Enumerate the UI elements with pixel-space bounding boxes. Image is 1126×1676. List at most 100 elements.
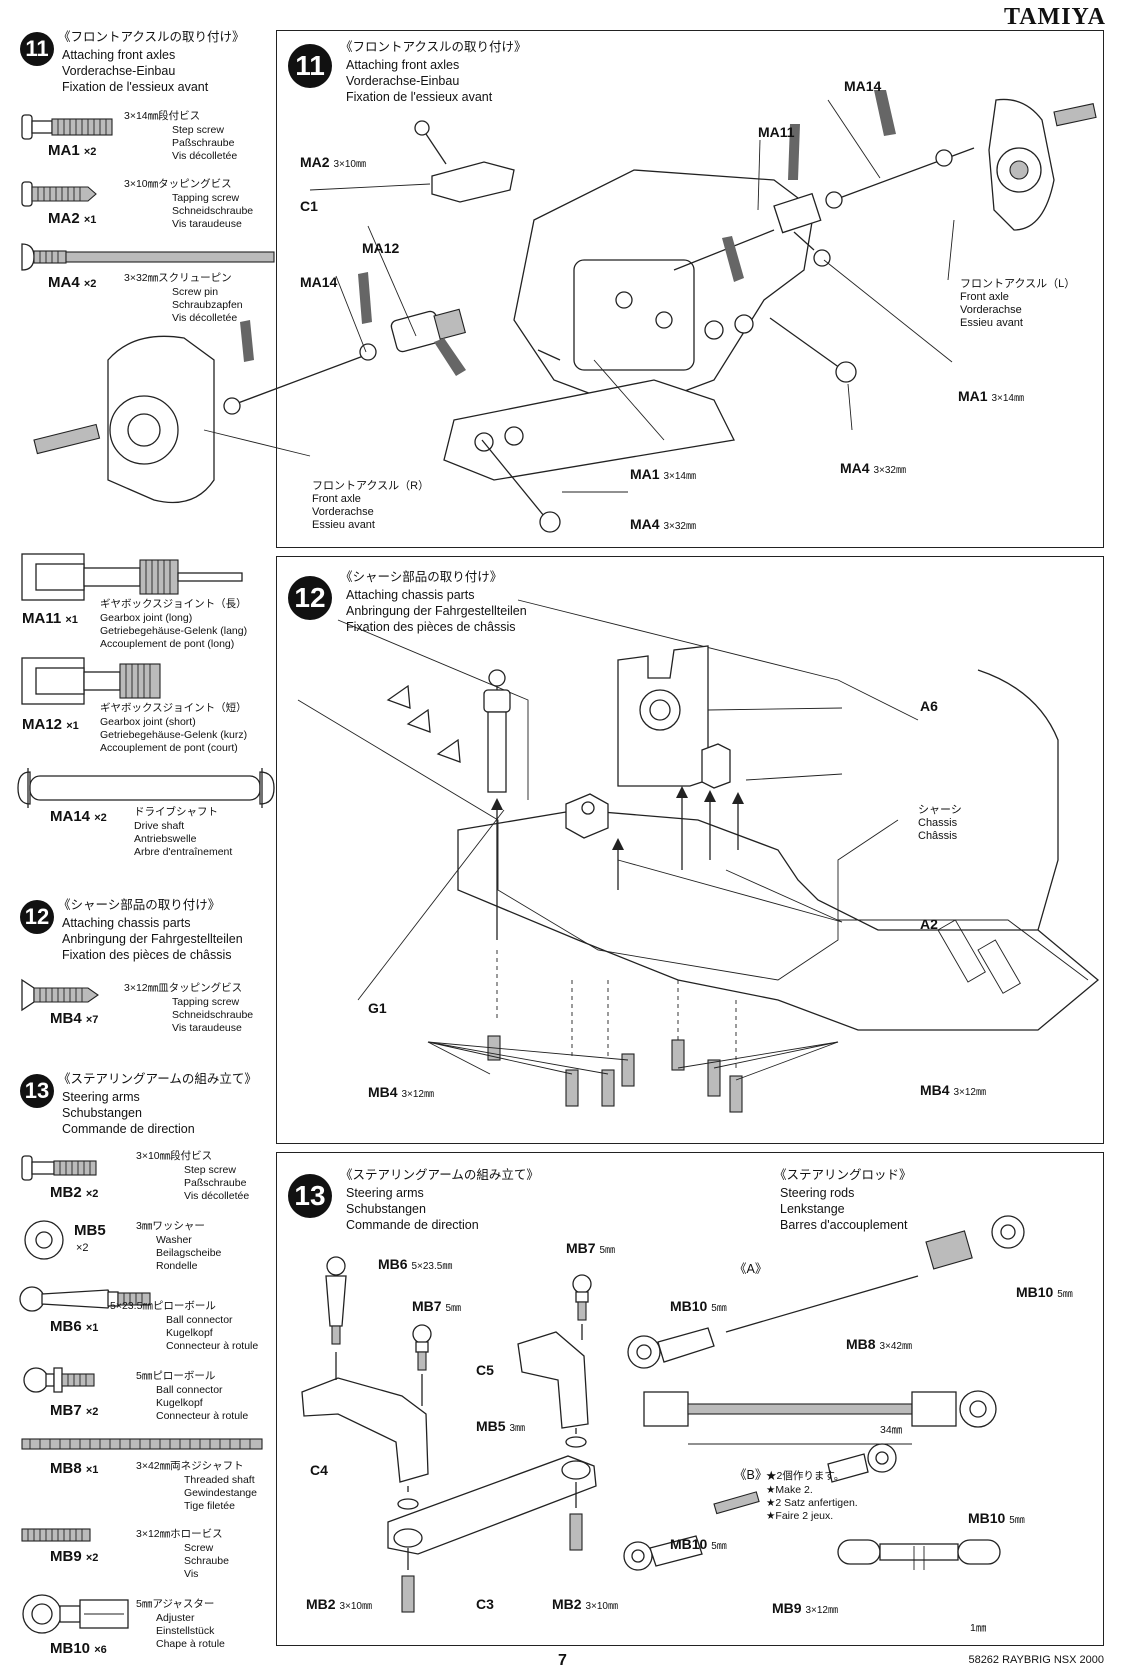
part-desc-ma4-fr: Vis décolletée [172,312,238,324]
part-desc-mb8-en: Threaded shaft [184,1474,255,1486]
brand-logo: TAMIYA [1003,4,1106,30]
label-mb7-top: MB7 5㎜ [566,1240,616,1256]
part-size-mb6: 5×23.5㎜ピローボール [110,1300,216,1312]
gearbox-joint-short-icon [21,657,161,705]
label-ma12: MA12 [362,240,400,256]
hollow-screw-icon [21,1528,91,1542]
part-desc-mb9-de: Schraube [184,1555,229,1567]
panel13-title-fr: Commande de direction [346,1218,479,1232]
panel13-step-number: 13 [288,1174,332,1218]
part-code-mb4: MB4 ×7 [50,1010,99,1027]
gearbox-joint-long-icon [21,553,243,601]
part-code-mb5: MB5 [74,1222,106,1239]
part-desc-mb8-de: Gewindestange [184,1487,257,1499]
label-ma11: MA11 [758,124,795,140]
adjuster-icon [22,1594,129,1634]
part-desc-ma4-en: Screw pin [172,286,219,298]
part-code-ma12: MA12 ×1 [22,716,79,733]
part-code-mb9: MB9 ×2 [50,1548,99,1565]
label-ma1-right: MA1 3×14㎜ [958,388,1024,404]
part-code-ma1: MA1 ×2 [48,142,97,159]
joint-short-jp: ギヤボックスジョイント（短） [100,702,247,714]
part-size-ma4: 3×32㎜スクリューピン [124,272,232,284]
part-code-mb2: MB2 ×2 [50,1184,99,1201]
page-number: 7 [558,1652,567,1669]
mb7-ball-left [412,1324,432,1371]
joint-short-en: Gearbox joint (short) [100,716,196,728]
drive-shaft-right [833,147,975,201]
label-c1: C1 [300,198,318,214]
step12-title-jp: 《シャーシ部品の取り付け》 [58,898,221,912]
label-mb2-right: MB2 3×10㎜ [552,1596,618,1612]
part-desc-mb7-de: Kugelkopf [156,1397,203,1409]
a2-parts [565,743,731,839]
part-desc-mb9-fr: Vis [184,1568,199,1580]
part-size-ma2: 3×10㎜タッピングビス [124,178,232,190]
part-size-mb4: 3×12㎜皿タッピングビス [124,982,243,994]
front-axle-right-part [33,335,215,504]
part-size-mb7: 5㎜ピローボール [136,1370,216,1382]
step13-title-de: Schubstangen [62,1106,142,1120]
step13-title-en: Steering arms [62,1090,140,1104]
label-c4: C4 [310,1462,328,1478]
part-desc-mb8-fr: Tige filetée [184,1500,235,1512]
c5-arm-part [517,1331,589,1429]
washer-icon [24,1220,64,1260]
rods-title-de: Lenkstange [780,1202,845,1216]
part-desc-ma2-de: Schneidschraube [172,205,254,217]
panel12-title-en: Attaching chassis parts [346,588,475,602]
mb6-ball-part [325,1256,347,1345]
part-code-mb8: MB8 ×1 [50,1460,99,1477]
label-mb10-b2: MB10 5㎜ [670,1536,727,1552]
joint-long-jp: ギヤボックスジョイント（長） [100,598,247,610]
ball-connector-long-icon [19,1286,151,1312]
step-screw-icon [21,114,113,140]
step11-title-jp: 《フロントアクスルの取り付け》 [58,30,245,44]
joint-long-de: Getriebegehäuse-Gelenk (lang) [100,625,248,637]
ma2-screw-part [414,120,447,165]
steering-diagram [301,1215,1025,1613]
label-ma4-bottom: MA4 3×32㎜ [630,516,696,532]
label-ma14-left: MA14 [300,274,338,290]
label-ma2: MA2 3×10㎜ [300,154,366,170]
drive-shaft-icon [17,768,275,808]
part-size-mb2: 3×10㎜段付ビス [136,1150,213,1162]
dimension-34mm: 34㎜ [880,1424,903,1436]
part-desc-mb10-en: Adjuster [156,1612,195,1624]
step12-title-de: Anbringung der Fahrgestellteilen [62,932,243,946]
label-mb8: MB8 3×42㎜ [846,1336,912,1352]
part-size-mb9: 3×12㎜ホロービス [136,1528,223,1540]
label-g1: G1 [368,1000,387,1016]
mb7-ball-right [572,1274,592,1321]
part-desc-mb5-en: Washer [156,1234,192,1246]
label-mb9: MB9 3×12㎜ [772,1600,838,1616]
step11-title-fr: Fixation de l'essieux avant [62,80,209,94]
drive-shaft-de: Antriebswelle [134,833,197,845]
label-mb4-right: MB4 3×12㎜ [920,1082,986,1098]
a6-mount-part [617,645,709,787]
steering-rod-b-assembled [837,1539,1001,1570]
label-mb2-left: MB2 3×10㎜ [306,1596,372,1612]
part-code-ma14: MA14 ×2 [50,808,107,825]
joint-long-en: Gearbox joint (long) [100,612,193,624]
drive-shaft-en: Drive shaft [134,820,185,832]
part-code-ma11: MA11 ×1 [22,610,78,627]
panel12-title-jp: 《シャーシ部品の取り付け》 [340,570,503,584]
part-desc-mb7-en: Ball connector [156,1384,223,1396]
gearbox-housing [443,169,815,481]
step13-title-fr: Commande de direction [62,1122,195,1136]
rods-title-en: Steering rods [780,1186,855,1200]
label-ma14-right: MA14 [844,78,882,94]
note-make2-fr: ★Faire 2 jeux. [766,1510,834,1522]
drive-shaft-jp: ドライブシャフト [134,806,218,818]
part-desc-ma1-en: Step screw [172,124,224,136]
part-size-ma1: 3×14㎜段付ビス [124,110,201,122]
panel13-title-de: Schubstangen [346,1202,426,1216]
step-number-13: 13 [20,1074,54,1108]
label-c5: C5 [476,1362,494,1378]
part-desc-mb2-en: Step screw [184,1164,236,1176]
part-desc-mb6-fr: Connecteur à rotule [166,1340,259,1352]
tag-b: 《B》 [734,1468,768,1482]
